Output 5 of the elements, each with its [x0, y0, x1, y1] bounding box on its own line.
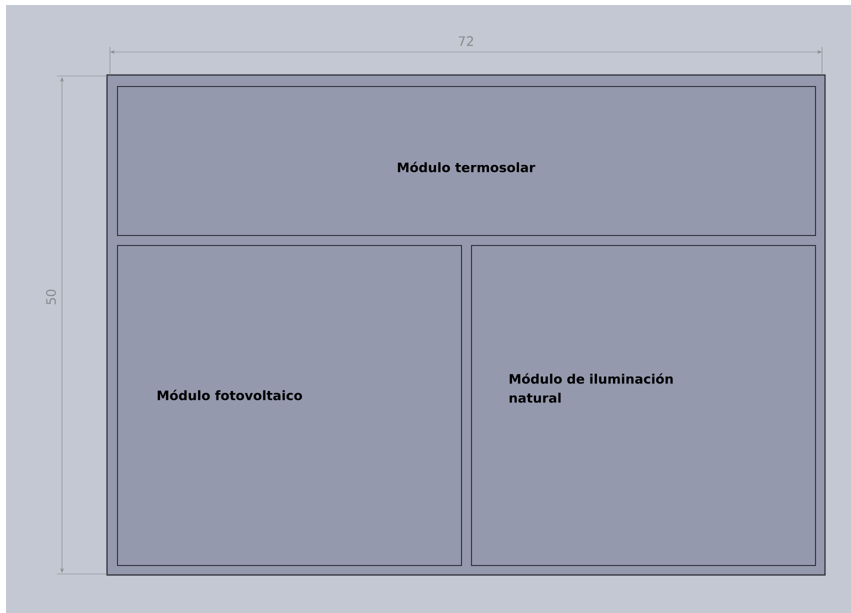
module-box: Módulo de iluminación natural	[471, 245, 816, 566]
dimension-label: 72	[458, 36, 473, 46]
module-box: Módulo termosolar	[117, 86, 816, 236]
module-box: Módulo fotovoltaico	[117, 245, 462, 566]
dimension-label: 50	[46, 290, 56, 304]
